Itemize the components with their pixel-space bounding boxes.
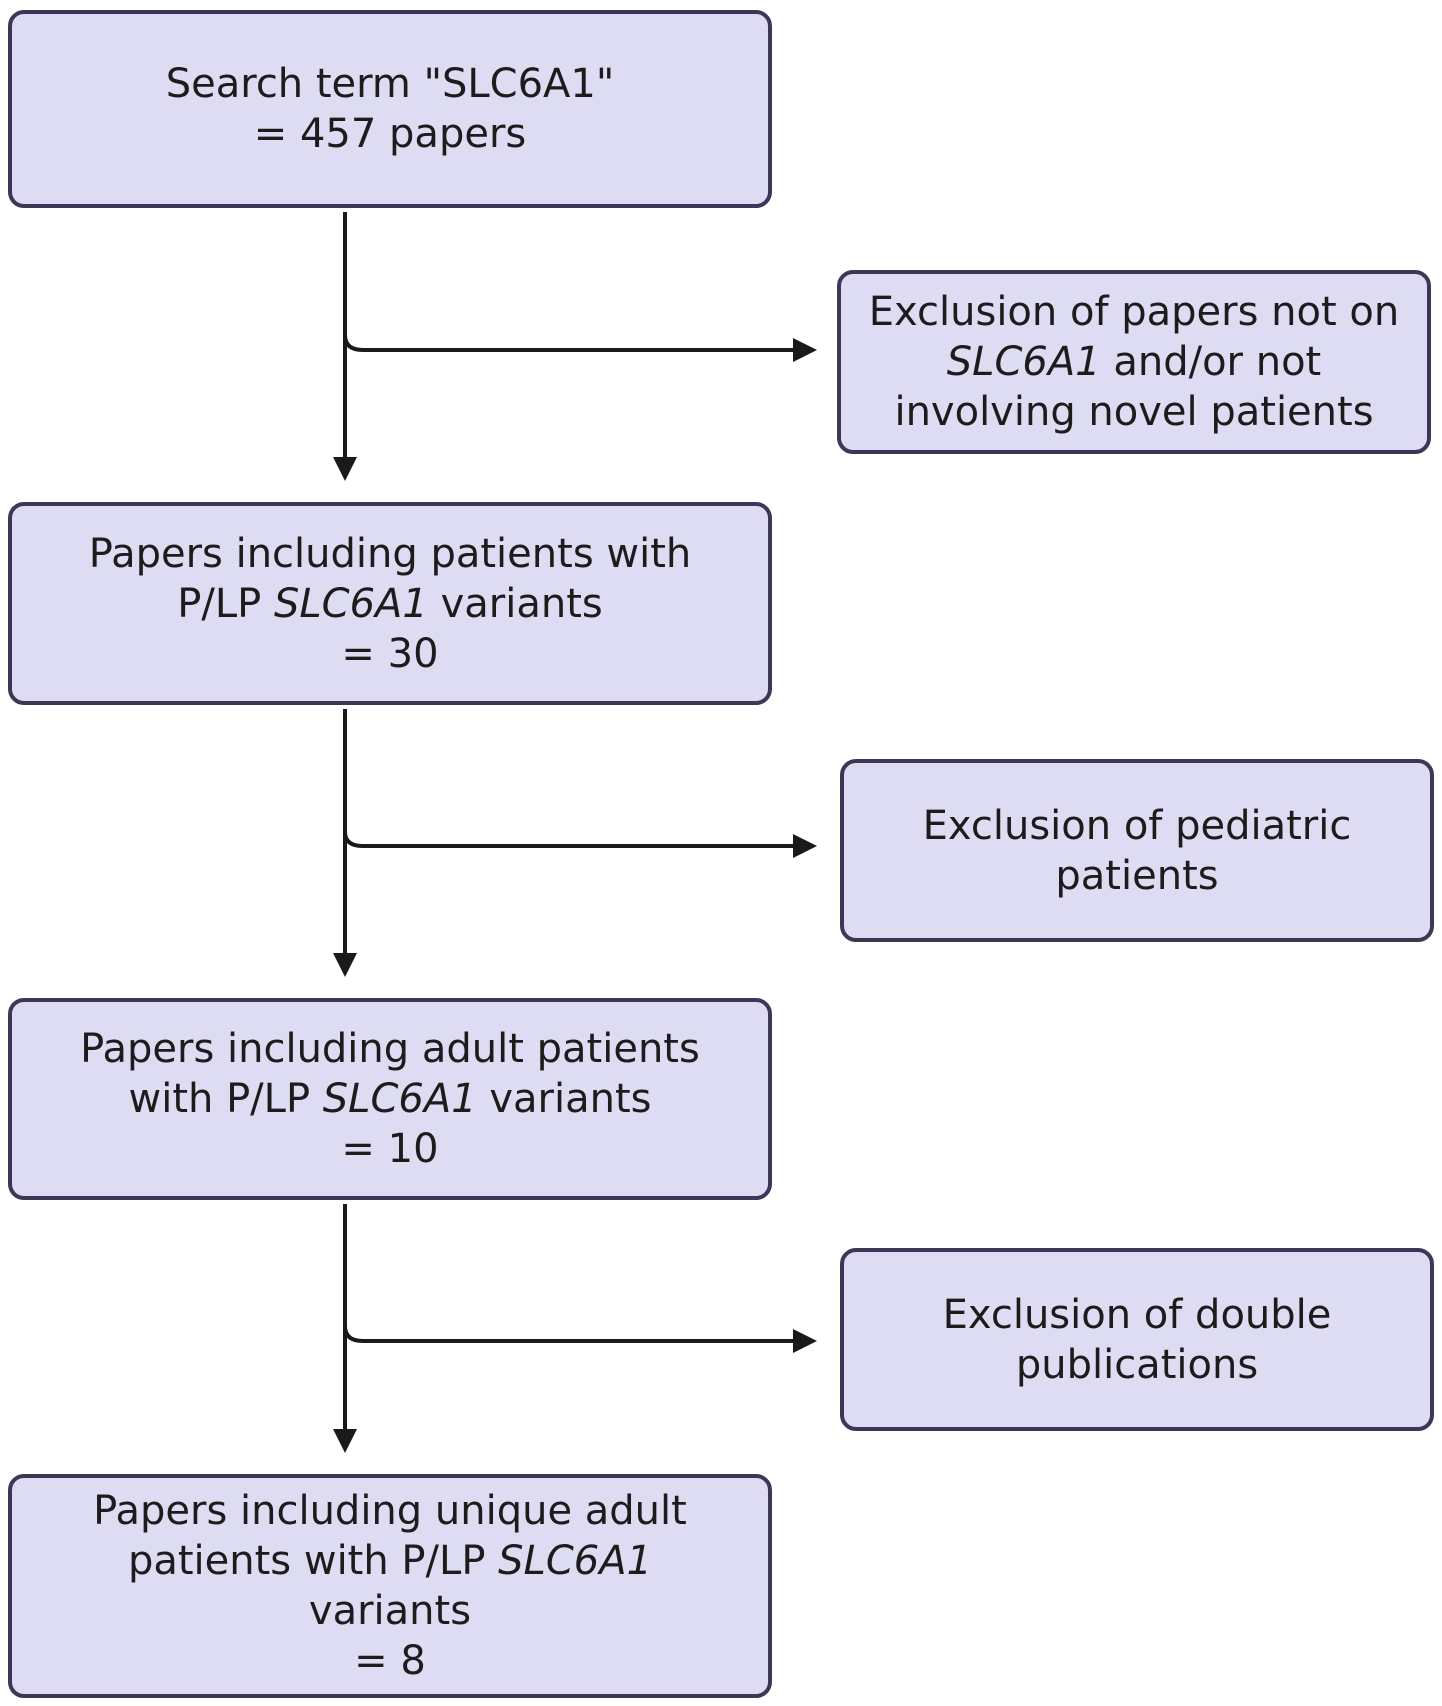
arrowhead-pathogenic-to-adult [333,953,357,977]
unique-line-1: Papers including unique adult [93,1488,687,1534]
arrowhead-exclusion-double [793,1329,817,1353]
branch-to-exclusion-pediatric [343,831,800,848]
adult-line-2: with P/LP SLC6A1 variants [128,1074,651,1124]
adult-count: = 10 [341,1126,439,1172]
box-exclusion-pediatric: Exclusion of pediatric patients [840,759,1434,942]
search-count-text: = 457 papers [253,111,527,157]
unique-line-2: patients with P/LP SLC6A1 [128,1536,652,1586]
pathogenic-line-2-pre: P/LP [177,580,274,627]
gene-name: SLC6A1 [946,339,1101,385]
exclusion-pediatric-line-1: Exclusion of pediatric [922,802,1352,849]
pathogenic-line-1: Papers including patients with [88,530,692,577]
gene-name: SLC6A1 [274,580,428,627]
box-pathogenic: Papers including patients with P/LP SLC6… [8,502,772,705]
exclusion-double-line-1: Exclusion of double [942,1291,1332,1338]
arrowhead-exclusion-not-on-gene [793,338,817,362]
exclusion-not-on-gene-line-1: Exclusion of papers not on [868,289,1400,335]
unique-line-2-pre: patients with P/LP [127,1538,499,1584]
search-term-text: Search term "SLC6A1" [165,61,615,107]
exclusion-not-on-gene-line-2: SLC6A1 and/or not [947,337,1321,387]
exclusion-not-on-gene-line-3: involving novel patients [894,389,1374,435]
box-adult: Papers including adult patients with P/L… [8,998,772,1200]
exclusion-not-on-gene-line-2-post: and/or not [1100,339,1322,385]
arrowhead-adult-to-unique [333,1429,357,1453]
box-search: Search term "SLC6A1" = 457 papers [8,10,772,208]
adult-line-2-post: variants [476,1076,652,1122]
pathogenic-count: = 30 [341,630,439,677]
box-exclusion-double: Exclusion of double publications [840,1248,1434,1431]
exclusion-double-line-2: publications [1015,1341,1259,1388]
gene-name: SLC6A1 [498,1538,653,1584]
unique-count: = 8 [354,1638,426,1684]
unique-line-3: variants [308,1588,472,1634]
box-exclusion-not-on-gene: Exclusion of papers not on SLC6A1 and/or… [837,270,1431,454]
gene-name: SLC6A1 [322,1076,477,1122]
branch-to-exclusion-double [343,1325,800,1343]
branch-to-exclusion-not-on-gene [343,334,800,352]
pathogenic-line-2: P/LP SLC6A1 variants [177,579,602,629]
adult-line-2-pre: with P/LP [128,1076,323,1122]
pathogenic-line-2-post: variants [427,580,603,627]
arrowhead-search-to-pathogenic [333,457,357,481]
adult-line-1: Papers including adult patients [80,1026,700,1072]
arrowhead-exclusion-pediatric [793,834,817,858]
exclusion-pediatric-line-2: patients [1055,852,1219,899]
box-unique: Papers including unique adult patients w… [8,1474,772,1698]
